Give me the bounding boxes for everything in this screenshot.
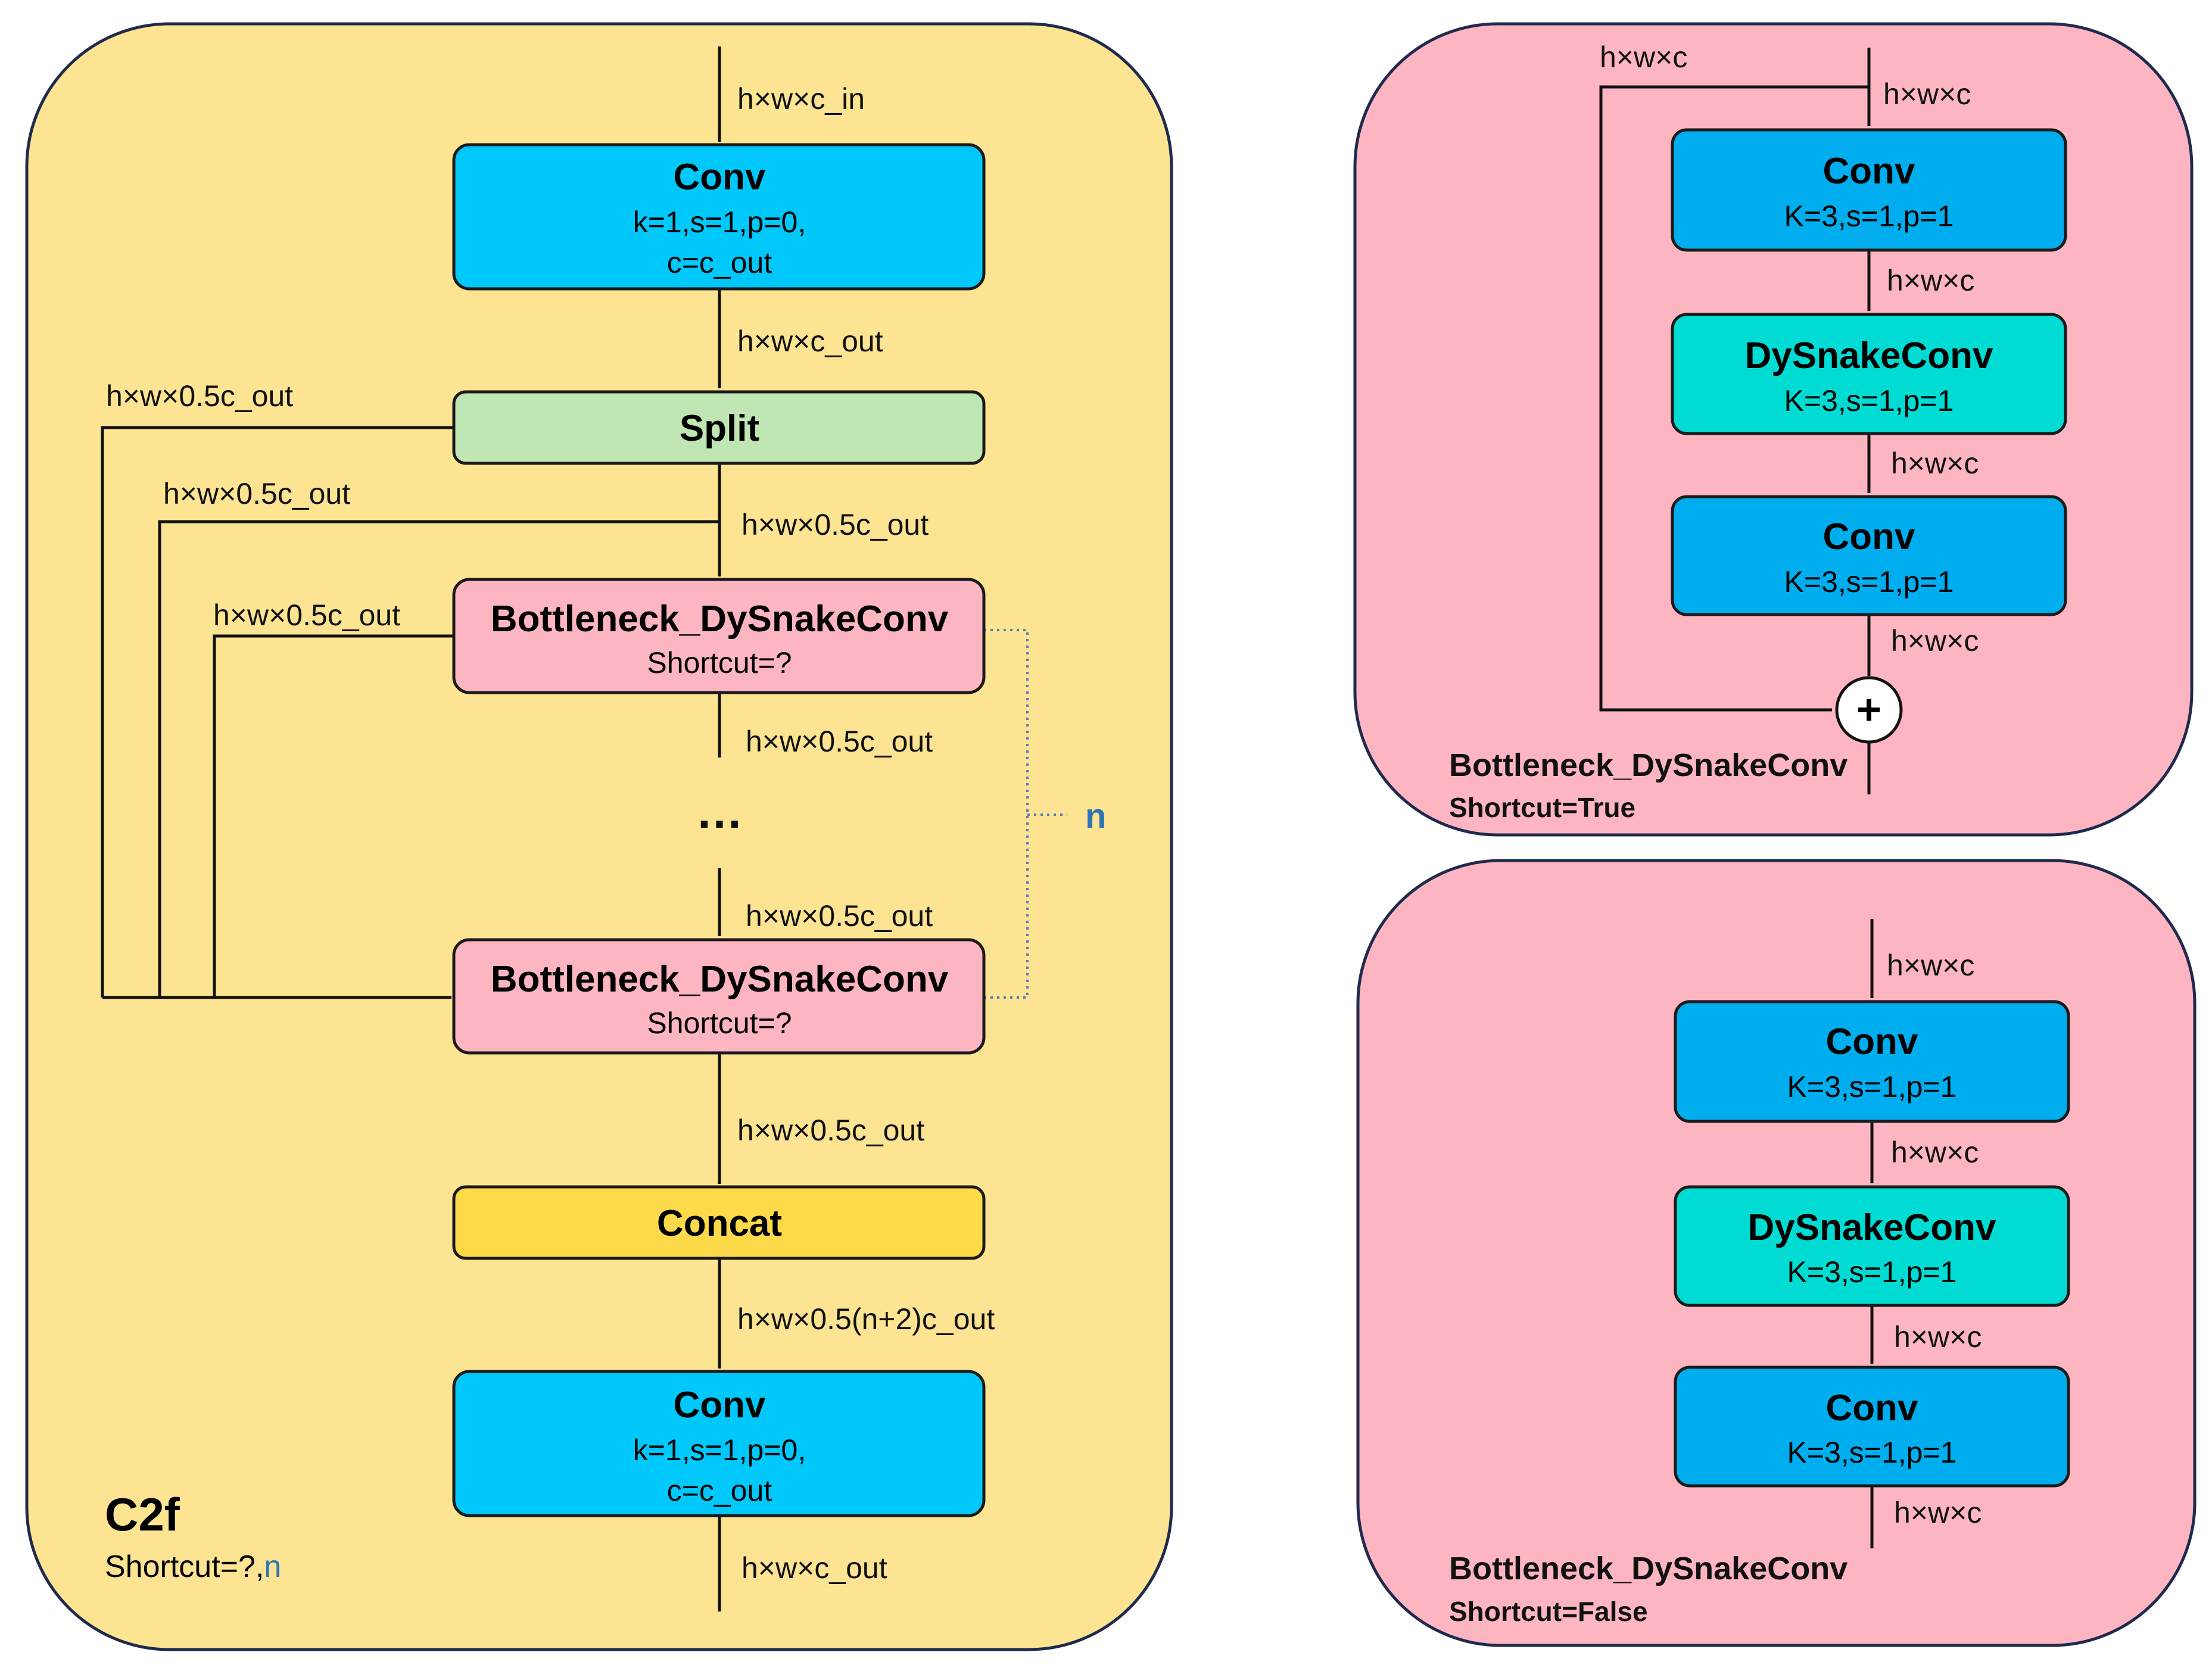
bt-label-shortcut: h×w×c [1600, 40, 1687, 74]
bf-panel-title: Bottleneck_DySnakeConv [1449, 1551, 1848, 1586]
c2f-conv-in-box [452, 143, 986, 291]
bt-conv2-title: Conv [1823, 516, 1916, 557]
c2f-label-bottleneck-n-out: h×w×0.5c_out [737, 1114, 924, 1147]
bt-label-after-conv2: h×w×c [1891, 624, 1979, 657]
bt-dysnake-title: DySnakeConv [1745, 335, 1993, 376]
skip-line-split-inner [158, 520, 719, 997]
c2f-bottleneck-last-block: Bottleneck_DySnakeConv Shortcut=? [452, 938, 986, 1055]
c2f-conv-out-title: Conv [674, 1385, 767, 1426]
c2f-bottleneck-first-title: Bottleneck_DySnakeConv [491, 598, 949, 640]
bt-panel-title: Bottleneck_DySnakeConv [1449, 747, 1848, 783]
c2f-label-split-outer: h×w×0.5c_out [106, 379, 293, 413]
skip-line-split-outer [101, 426, 454, 997]
c2f-conv-in-channels: c=c_out [667, 246, 772, 279]
bf-dysnake-title: DySnakeConv [1748, 1207, 1996, 1248]
c2f-ellipsis: … [696, 785, 743, 838]
c2f-split-title: Split [680, 408, 759, 449]
bf-conv1-box [1674, 1000, 2070, 1123]
bf-conv1-params: K=3,s=1,p=1 [1787, 1070, 1957, 1103]
c2f-label-output: h×w×c_out [742, 1551, 887, 1585]
repeat-bracket [984, 629, 1029, 999]
c2f-panel-n: n [264, 1550, 281, 1584]
c2f-conv-out-box [452, 1370, 986, 1517]
c2f-conv-in-title: Conv [674, 157, 767, 198]
bf-conv1-title: Conv [1826, 1021, 1919, 1062]
bt-dysnake-box [1671, 313, 2067, 435]
skip-line-bottleneck [213, 634, 454, 997]
bt-dysnake-params: K=3,s=1,p=1 [1784, 384, 1954, 417]
c2f-label-concat-out: h×w×0.5(n+2)c_out [737, 1302, 995, 1336]
c2f-label-split-down: h×w×0.5c_out [742, 508, 929, 541]
plus-icon: + [1856, 686, 1881, 734]
bt-conv2-box [1671, 495, 2067, 616]
c2f-bottleneck-first-shortcut: Shortcut=? [647, 646, 792, 679]
c2f-label-bottleneck-n-in: h×w×0.5c_out [746, 899, 933, 933]
bf-dysnake-box [1674, 1185, 2070, 1307]
repeat-count-label: n [1085, 797, 1106, 836]
bt-label-after-conv1: h×w×c [1887, 264, 1974, 297]
bt-label-input: h×w×c [1883, 77, 1971, 111]
bt-panel-subtitle: Shortcut=True [1449, 792, 1635, 823]
c2f-label-bottleneck-left: h×w×0.5c_out [213, 598, 400, 632]
bt-conv1-params: K=3,s=1,p=1 [1784, 199, 1954, 233]
c2f-label-input: h×w×c_in [737, 82, 865, 116]
bt-conv1-title: Conv [1823, 151, 1916, 192]
bt-label-after-dysnake: h×w×c [1891, 447, 1979, 480]
c2f-conv-out-block: Conv k=1,s=1,p=0, c=c_out [452, 1370, 986, 1517]
c2f-bottleneck-last-shortcut: Shortcut=? [647, 1006, 792, 1040]
bf-label-output: h×w×c [1894, 1496, 1982, 1529]
c2f-split-block: Split [452, 390, 986, 465]
c2f-conv-out-params: k=1,s=1,p=0, [633, 1433, 806, 1467]
bf-dysnake-block: DySnakeConv K=3,s=1,p=1 [1674, 1185, 2070, 1307]
bf-conv2-box [1674, 1366, 2070, 1488]
bf-conv2-params: K=3,s=1,p=1 [1787, 1436, 1957, 1469]
c2f-conv-out-channels: c=c_out [667, 1474, 772, 1507]
add-circle [1835, 676, 1903, 744]
bt-conv2-params: K=3,s=1,p=1 [1784, 565, 1954, 598]
bf-label-after-dysnake: h×w×c [1894, 1320, 1982, 1354]
bf-panel-subtitle: Shortcut=False [1449, 1596, 1648, 1627]
c2f-panel-subtitle: Shortcut=?,n [105, 1550, 281, 1584]
c2f-concat-box [452, 1185, 986, 1260]
bt-conv2-block: Conv K=3,s=1,p=1 [1671, 495, 2067, 616]
bt-conv1-box [1671, 128, 2067, 252]
c2f-label-split-inner: h×w×0.5c_out [163, 477, 350, 510]
c2f-bottleneck-first-box [452, 578, 986, 694]
bt-shortcut-connection [1599, 85, 1869, 712]
c2f-bottleneck-last-title: Bottleneck_DySnakeConv [491, 959, 949, 1000]
c2f-panel: n Conv k=1,s=1,p=0, c=c_out Split Bottle… [25, 22, 1173, 1651]
c2f-conv-in-block: Conv k=1,s=1,p=0, c=c_out [452, 143, 986, 291]
bf-conv2-title: Conv [1826, 1388, 1919, 1429]
bf-label-input: h×w×c [1887, 949, 1974, 982]
bf-conv2-block: Conv K=3,s=1,p=1 [1674, 1366, 2070, 1488]
bt-dysnake-block: DySnakeConv K=3,s=1,p=1 [1671, 313, 2067, 435]
bt-conv1-block: Conv K=3,s=1,p=1 [1671, 128, 2067, 252]
c2f-label-after-conv: h×w×c_out [737, 325, 883, 358]
bf-conv1-block: Conv K=3,s=1,p=1 [1674, 1000, 2070, 1123]
c2f-panel-title: C2f [105, 1488, 180, 1541]
c2f-split-box [452, 390, 986, 465]
c2f-concat-title: Concat [657, 1203, 782, 1244]
c2f-panel-shortcut: Shortcut=?, [105, 1550, 264, 1584]
bottleneck-false-panel: Conv K=3,s=1,p=1 DySnakeConv K=3,s=1,p=1… [1356, 859, 2197, 1647]
c2f-conv-in-params: k=1,s=1,p=0, [633, 205, 806, 239]
c2f-label-bottleneck-down: h×w×0.5c_out [746, 725, 933, 758]
bf-dysnake-params: K=3,s=1,p=1 [1787, 1255, 1957, 1289]
bf-label-after-conv1: h×w×c [1891, 1136, 1979, 1169]
bt-add-node: + [1835, 676, 1903, 744]
c2f-bottleneck-first-block: Bottleneck_DySnakeConv Shortcut=? [452, 578, 986, 694]
c2f-concat-block: Concat [452, 1185, 986, 1260]
bottleneck-true-panel: Conv K=3,s=1,p=1 DySnakeConv K=3,s=1,p=1… [1353, 22, 2194, 837]
c2f-bottleneck-last-box [452, 938, 986, 1055]
